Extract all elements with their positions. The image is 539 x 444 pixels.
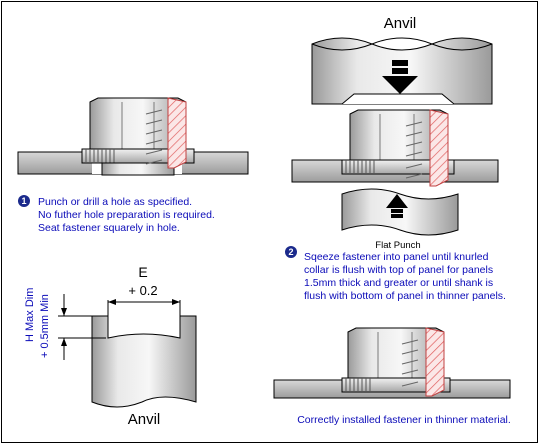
fastener: [341, 109, 455, 187]
step1-line-2: No futher hole preparation is required.: [38, 209, 215, 221]
anvil-top-label: Anvil: [384, 15, 417, 32]
dim-h-line-2: + 0.5mm Min: [39, 294, 51, 358]
step1-text: 1 Punch or drill a hole as specified. No…: [18, 195, 215, 234]
step-1-badge-icon: [18, 195, 30, 207]
installed-illustration: Correctly installed fastener in thinner …: [273, 327, 511, 426]
fastener: [341, 327, 451, 397]
anvil-bottom: [91, 315, 197, 408]
step-1-number: 1: [21, 196, 26, 206]
step1-line-3: Seat fastener squarely in hole.: [38, 222, 180, 234]
installed-caption: Correctly installed fastener in thinner …: [297, 414, 511, 426]
dim-h-line-1: H Max Dim: [24, 288, 36, 342]
dim-e-label: E: [138, 264, 147, 280]
step-2-badge-icon: [285, 246, 297, 258]
anvil-bottom-label: Anvil: [128, 411, 161, 428]
step2-line-1: Sqeeze fastener into panel until knurled: [304, 251, 489, 263]
flat-punch-label: Flat Punch: [375, 240, 420, 251]
step2-text: 2 Sqeeze fastener into panel until knurl…: [285, 246, 506, 302]
dim-e-arrows: [107, 300, 181, 326]
dim-e-tolerance: + 0.2: [128, 283, 157, 298]
step1-line-1: Punch or drill a hole as specified.: [38, 196, 192, 208]
step1-illustration: [17, 97, 249, 176]
step2-illustration: Anvil: [291, 15, 499, 251]
step2-line-3: 1.5mm thick and greater or until shank i…: [304, 277, 493, 289]
step2-line-2: collar is flush with top of panel for pa…: [304, 264, 493, 276]
step2-line-4: flush with bottom of panel in thinner pa…: [304, 290, 506, 302]
step-2-number: 2: [288, 247, 293, 257]
anvil-dimension-illustration: E + 0.2 H Max Dim + 0.5mm Min Anvil: [24, 264, 197, 428]
fastener: [81, 97, 195, 176]
down-arrow-icon: [382, 60, 418, 94]
up-arrow-icon: [386, 194, 408, 218]
